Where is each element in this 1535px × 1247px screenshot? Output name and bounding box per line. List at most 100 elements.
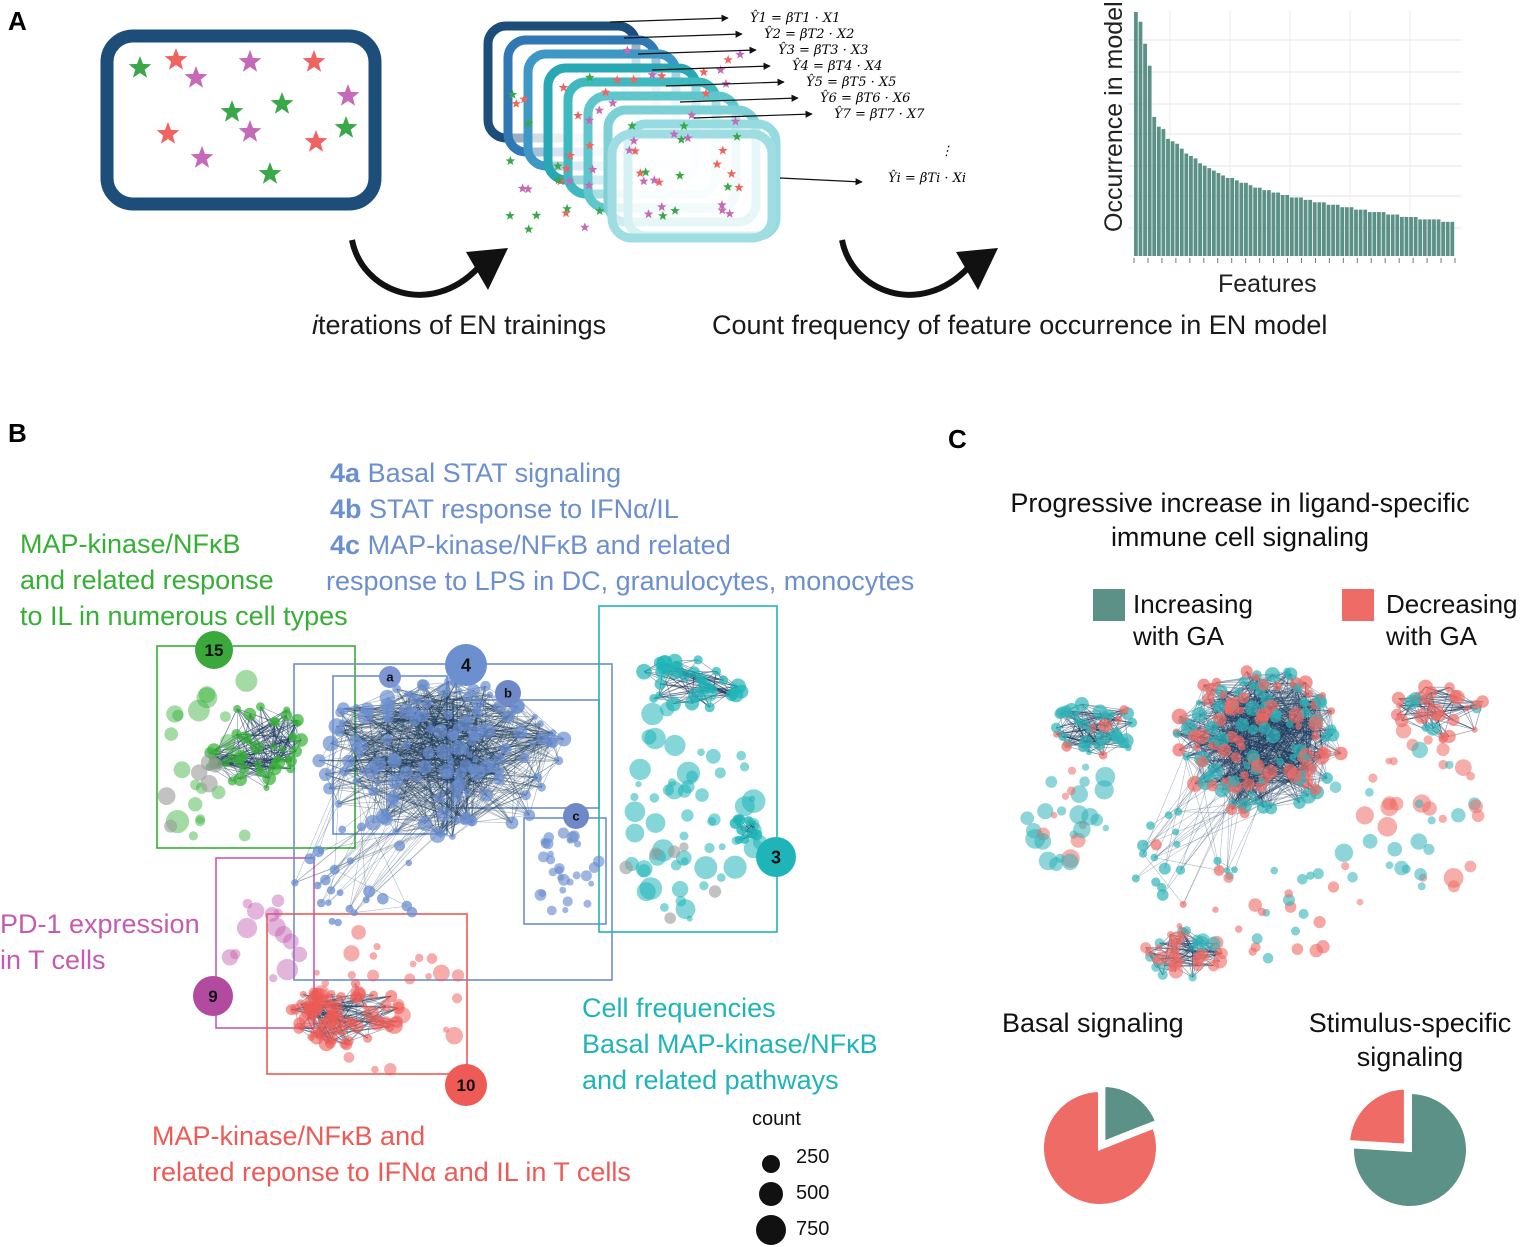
module-badge-circle [195, 631, 233, 669]
frame-star [629, 135, 639, 145]
network-edge [440, 716, 508, 732]
network-node [572, 871, 581, 880]
network-node [198, 686, 216, 703]
network-node [1172, 956, 1183, 967]
network-edge [471, 777, 538, 824]
network-node [371, 1065, 379, 1074]
network-node [1251, 796, 1260, 806]
network-node [227, 755, 235, 763]
count-legend-750: 750 [796, 1218, 830, 1240]
module-badge-label: 4 [461, 655, 471, 675]
network-edge [1211, 727, 1303, 758]
network-edge [320, 760, 395, 904]
network-edge [342, 722, 469, 793]
network-node [1151, 962, 1161, 972]
network-node [1079, 776, 1090, 787]
panel-letter-c: C [948, 424, 967, 454]
legend-decreasing-label: Decreasing with GA [1386, 589, 1518, 651]
network-node [1334, 746, 1348, 761]
network-edge [260, 715, 287, 772]
network-edge [391, 779, 458, 803]
network-node [172, 709, 184, 722]
frame-star [628, 74, 639, 84]
bar [1248, 185, 1253, 256]
network-node [1283, 894, 1295, 906]
network-edge [426, 703, 461, 785]
network-edge [422, 702, 478, 716]
bar [1138, 21, 1143, 257]
network-node [1311, 732, 1320, 741]
network-node [415, 709, 430, 723]
network-node [1172, 743, 1186, 757]
caption-iterations: iterations of EN trainings [312, 310, 606, 341]
network-edge [1246, 671, 1265, 779]
network-node [387, 753, 402, 769]
network-node [368, 786, 378, 796]
network-node [409, 960, 417, 968]
network-node [1066, 786, 1076, 796]
network-node [1225, 696, 1240, 711]
frame-star [584, 180, 594, 190]
network-node [1447, 713, 1460, 727]
network-edge [362, 723, 465, 747]
network-edge [355, 740, 469, 793]
model-equation: Ŷ1 = βT1 · X1 [750, 10, 840, 26]
network-node [1248, 790, 1255, 798]
dataset-box [100, 29, 382, 211]
network-edge [474, 735, 542, 788]
bar [1363, 209, 1368, 256]
network-edge [362, 745, 407, 773]
network-node [304, 853, 316, 865]
network-node [1188, 973, 1197, 982]
network-node [221, 758, 230, 768]
network-node [1327, 707, 1336, 715]
frame-star [523, 224, 534, 234]
network-node [1196, 756, 1208, 768]
network-node [1327, 881, 1340, 893]
dataset-star [258, 162, 282, 184]
dataset-star [304, 130, 328, 152]
network-edge [1154, 808, 1272, 858]
network-edge [452, 777, 538, 837]
frame-star [699, 67, 709, 77]
network-edge [465, 777, 538, 819]
network-edge [1242, 718, 1318, 726]
bar [1308, 199, 1313, 256]
network-edge [355, 740, 451, 765]
network-node [1213, 700, 1226, 713]
network-edge [520, 732, 560, 761]
network-node [1243, 761, 1251, 769]
network-node [1271, 708, 1282, 719]
network-node [1326, 724, 1337, 735]
module-badge-label: b [504, 686, 512, 701]
network-edge [464, 703, 479, 821]
network-edge [1231, 707, 1237, 788]
network-edge [339, 731, 488, 761]
network-node [1295, 723, 1302, 730]
bar [1193, 158, 1198, 256]
bar [1285, 195, 1290, 256]
bar [1303, 199, 1308, 256]
bar [1299, 197, 1303, 256]
network-node [1157, 969, 1168, 980]
network-node [328, 718, 345, 735]
network-edge [1251, 684, 1264, 794]
network-edge [1304, 703, 1342, 754]
frame-star [511, 98, 521, 108]
network-node [480, 680, 491, 692]
network-node [464, 788, 472, 797]
training-frames [483, 21, 781, 243]
network-node [649, 847, 662, 860]
network-node [1164, 811, 1173, 819]
network-edge [339, 712, 438, 836]
network-node [380, 698, 395, 713]
network-node [1425, 686, 1438, 699]
network-edge [249, 713, 292, 762]
frame-star [718, 145, 728, 155]
network-node [486, 691, 494, 698]
network-edge [260, 706, 292, 762]
network-edge [1135, 768, 1308, 879]
network-node [1242, 778, 1255, 791]
network-node [1058, 732, 1068, 741]
network-node [1389, 757, 1398, 766]
